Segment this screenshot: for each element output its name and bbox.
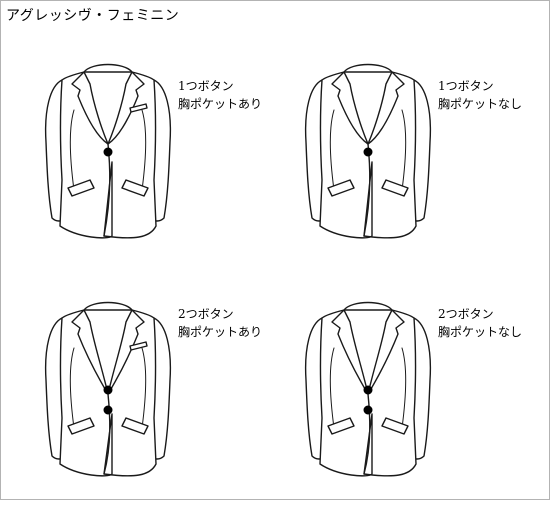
jacket-variant-4: 2つボタン 胸ポケットなし (270, 288, 545, 523)
chest-pocket-label: 胸ポケットあり (178, 325, 263, 339)
page-title: アグレッシヴ・フェミニン (6, 8, 180, 24)
jacket-variant-2: 1つボタン 胸ポケットなし (270, 50, 545, 285)
jacket-button (104, 386, 112, 394)
jacket-button (104, 406, 112, 414)
left-pocket-flap (68, 180, 94, 196)
jacket-illustration (298, 50, 438, 240)
right-seam (402, 348, 406, 428)
chest-pocket-label: 胸ポケットあり (178, 97, 263, 111)
jacket-illustration (298, 288, 438, 478)
jacket-button (364, 406, 372, 414)
right-seam (402, 110, 406, 190)
right-pocket-flap (122, 418, 148, 434)
left-pocket-flap (328, 418, 354, 434)
right-pocket-flap (382, 180, 408, 196)
jacket-illustration (38, 50, 178, 240)
chest-pocket-label: 胸ポケットなし (438, 325, 523, 339)
chest-pocket (130, 342, 147, 350)
button-count-label: 1つボタン (178, 79, 234, 93)
jacket-button (364, 148, 372, 156)
right-pocket-flap (122, 180, 148, 196)
variant-label: 1つボタン 胸ポケットあり (178, 77, 262, 113)
jacket-button (364, 386, 372, 394)
left-seam (330, 110, 334, 190)
front-edge (104, 394, 110, 474)
button-count-label: 2つボタン (178, 307, 234, 321)
variant-label: 2つボタン 胸ポケットあり (178, 305, 262, 341)
front-edge (364, 394, 370, 474)
left-pocket-flap (328, 180, 354, 196)
jacket-button (104, 148, 112, 156)
button-count-label: 2つボタン (438, 307, 494, 321)
variant-label: 1つボタン 胸ポケットなし (438, 77, 522, 113)
left-pocket-flap (68, 418, 94, 434)
left-seam (330, 348, 334, 428)
jacket-variant-1: 1つボタン 胸ポケットあり (10, 50, 285, 285)
jacket-illustration (38, 288, 178, 478)
variant-label: 2つボタン 胸ポケットなし (438, 305, 522, 341)
right-pocket-flap (382, 418, 408, 434)
chest-pocket (130, 104, 147, 112)
right-seam (142, 348, 146, 428)
chest-pocket-label: 胸ポケットなし (438, 97, 523, 111)
left-seam (70, 348, 74, 428)
right-seam (142, 110, 146, 190)
jacket-variant-3: 2つボタン 胸ポケットあり (10, 288, 285, 523)
left-seam (70, 110, 74, 190)
button-count-label: 1つボタン (438, 79, 494, 93)
